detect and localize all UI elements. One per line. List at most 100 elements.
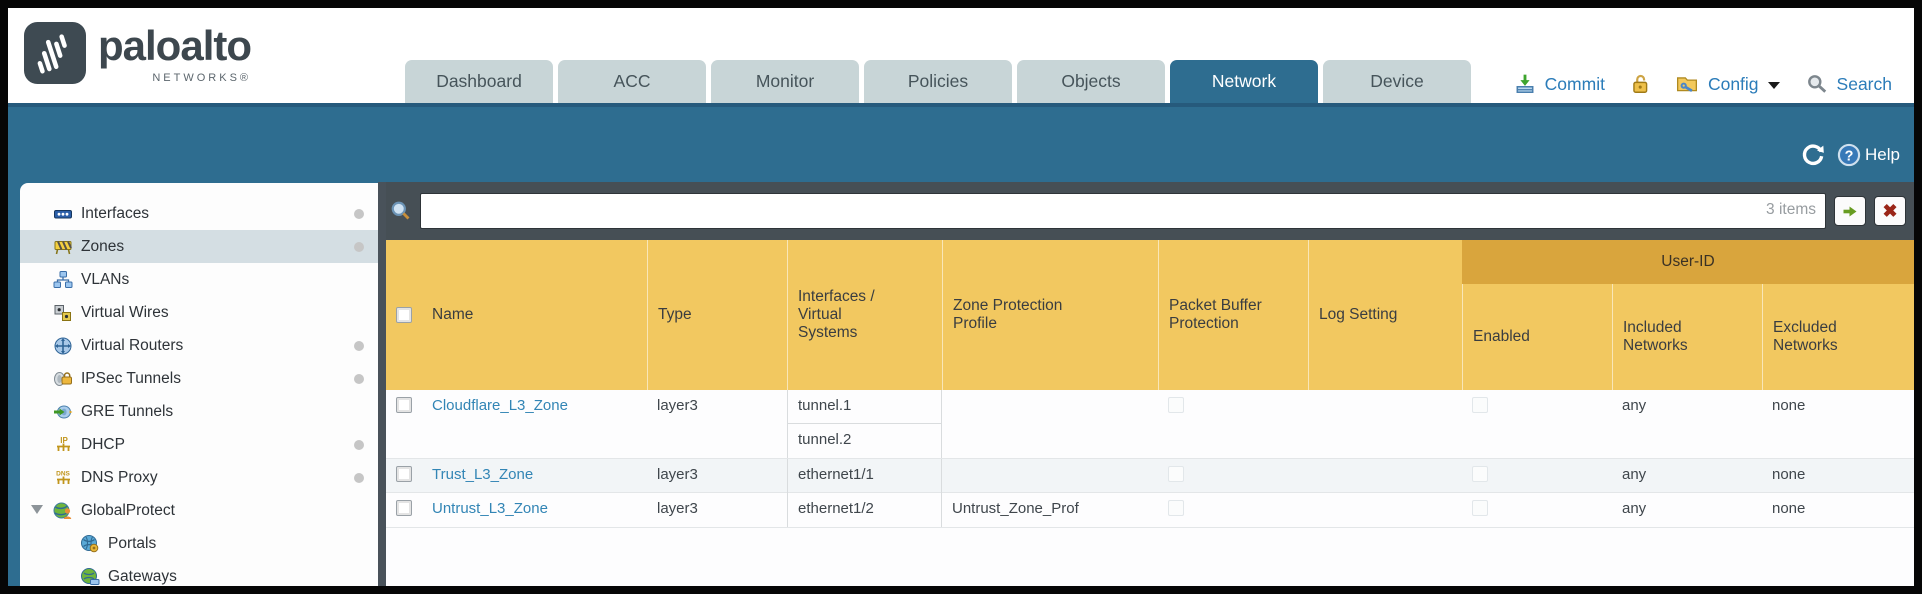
sidebar-item-dhcp[interactable]: IP DHCP — [20, 428, 378, 461]
svg-text:?: ? — [1845, 148, 1854, 164]
status-dot — [354, 373, 364, 384]
sidebar-item-portals[interactable]: Portals — [20, 527, 378, 560]
col-header-log-setting[interactable]: Log Setting — [1308, 240, 1462, 390]
sidebar-item-gateways[interactable]: Gateways — [20, 560, 378, 586]
packet-buffer-protection-checkbox[interactable] — [1168, 500, 1184, 516]
zones-panel: 3 items ✖ Name Type In — [386, 182, 1914, 586]
globalprotect-icon — [53, 502, 72, 519]
search-icon[interactable] — [1806, 73, 1828, 95]
brand-subtitle: NETWORKS® — [152, 72, 252, 84]
sidebar-item-label: DNS Proxy — [81, 468, 158, 486]
sidebar-item-label: DHCP — [81, 435, 125, 453]
select-all-checkbox[interactable] — [396, 307, 412, 323]
help-button[interactable]: ? Help — [1837, 143, 1900, 167]
help-icon: ? — [1837, 143, 1861, 167]
sidebar-item-globalprotect[interactable]: GlobalProtect — [20, 494, 378, 527]
ipsec-tunnels-icon — [54, 371, 72, 386]
tab-network[interactable]: Network — [1170, 60, 1318, 103]
row-checkbox[interactable] — [396, 466, 412, 482]
clear-filter-button[interactable]: ✖ — [1874, 196, 1906, 226]
table-row: Cloudflare_L3_Zone layer3 tunnel.1 tunne… — [386, 390, 1914, 459]
col-header-interfaces[interactable]: Interfaces / Virtual Systems — [787, 240, 942, 390]
lock-icon[interactable] — [1629, 73, 1651, 95]
packet-buffer-protection-checkbox[interactable] — [1168, 466, 1184, 482]
row-checkbox[interactable] — [396, 397, 412, 413]
apply-filter-button[interactable] — [1834, 196, 1866, 226]
sidebar-item-label: Interfaces — [81, 204, 150, 222]
commit-icon[interactable] — [1514, 73, 1536, 95]
tab-dashboard[interactable]: Dashboard — [405, 60, 553, 103]
col-header-included-networks[interactable]: Included Networks — [1612, 284, 1762, 390]
sidebar-item-label: GRE Tunnels — [81, 402, 174, 420]
sidebar-item-virtual-routers[interactable]: Virtual Routers — [20, 329, 378, 362]
table-row: Trust_L3_Zone layer3 ethernet1/1 any non… — [386, 459, 1914, 493]
sidebar-item-virtual-wires[interactable]: Virtual Wires — [20, 296, 378, 329]
config-caret-icon[interactable] — [1767, 82, 1780, 89]
top-header: paloalto NETWORKS® Dashboard ACC Monitor… — [8, 8, 1914, 103]
sidebar-item-label: Portals — [108, 534, 157, 552]
zone-name-link[interactable]: Trust_L3_Zone — [432, 466, 534, 483]
col-header-zone-protection-profile[interactable]: Zone Protection Profile — [942, 240, 1158, 390]
col-header-type[interactable]: Type — [647, 240, 787, 390]
items-count: 3 items — [1766, 201, 1816, 218]
status-dot — [354, 439, 364, 450]
interfaces-icon — [54, 209, 72, 218]
help-label: Help — [1865, 145, 1900, 164]
col-header-enabled[interactable]: Enabled — [1462, 284, 1612, 390]
zone-type: layer3 — [657, 466, 698, 483]
sidebar-item-vlans[interactable]: VLANs — [20, 263, 378, 296]
tab-policies[interactable]: Policies — [864, 60, 1012, 103]
config-icon[interactable] — [1675, 73, 1699, 95]
tab-monitor[interactable]: Monitor — [711, 60, 859, 103]
virtual-wires-icon — [54, 304, 71, 321]
log-setting — [1308, 493, 1462, 527]
col-header-excluded-networks[interactable]: Excluded Networks — [1762, 284, 1914, 390]
status-dot — [354, 208, 364, 219]
sidebar-item-label: Virtual Routers — [81, 336, 184, 354]
packet-buffer-protection-checkbox[interactable] — [1168, 397, 1184, 413]
row-checkbox[interactable] — [396, 500, 412, 516]
tab-device[interactable]: Device — [1323, 60, 1471, 103]
zone-type: layer3 — [657, 500, 698, 517]
col-header-name[interactable]: Name — [432, 306, 474, 323]
zone-name-link[interactable]: Untrust_L3_Zone — [432, 500, 548, 517]
col-header-packet-buffer-protection[interactable]: Packet Buffer Protection — [1158, 240, 1308, 390]
filter-input[interactable] — [420, 193, 1826, 229]
zones-icon — [54, 240, 72, 254]
filter-search-icon[interactable] — [390, 200, 412, 222]
table-empty-area — [386, 528, 1914, 586]
user-id-enabled-checkbox[interactable] — [1472, 466, 1488, 482]
sidebar-item-label: Zones — [81, 237, 125, 255]
green-arrow-icon — [1843, 206, 1857, 216]
config-button[interactable]: Config — [1707, 73, 1759, 94]
status-dot — [354, 241, 364, 252]
sidebar-item-gre-tunnels[interactable]: GRE Tunnels — [20, 395, 378, 428]
gateways-icon — [81, 567, 100, 585]
zone-name-link[interactable]: Cloudflare_L3_Zone — [432, 397, 568, 414]
sidebar-item-interfaces[interactable]: Interfaces — [20, 197, 378, 230]
header-actions: Commit Config Search — [1514, 73, 1892, 95]
sidebar-item-label: VLANs — [81, 270, 130, 288]
sidebar-item-zones[interactable]: Zones — [20, 230, 378, 263]
log-setting — [1308, 459, 1462, 493]
interface-value: ethernet1/1 — [798, 466, 874, 483]
sidebar-item-label: GlobalProtect — [81, 501, 175, 519]
gre-tunnels-icon — [54, 405, 73, 418]
teal-band: ? Help — [8, 103, 1914, 182]
paloalto-logo-icon — [24, 22, 86, 84]
user-id-enabled-checkbox[interactable] — [1472, 500, 1488, 516]
user-id-enabled-checkbox[interactable] — [1472, 397, 1488, 413]
expand-arrow-icon[interactable] — [31, 505, 43, 514]
commit-button[interactable]: Commit — [1544, 73, 1605, 94]
sidebar-item-label: Virtual Wires — [81, 303, 169, 321]
refresh-icon[interactable] — [1801, 143, 1825, 167]
sidebar-item-ipsec-tunnels[interactable]: IPSec Tunnels — [20, 362, 378, 395]
tab-objects[interactable]: Objects — [1017, 60, 1165, 103]
sidebar-item-dns-proxy[interactable]: DNS DNS Proxy — [20, 461, 378, 494]
search-button[interactable]: Search — [1836, 73, 1892, 94]
network-sidebar: Interfaces Zones — [20, 183, 378, 586]
app-window: paloalto NETWORKS® Dashboard ACC Monitor… — [8, 8, 1914, 586]
zone-interfaces: ethernet1/1 — [787, 459, 942, 493]
zone-interfaces: ethernet1/2 — [787, 493, 942, 527]
tab-acc[interactable]: ACC — [558, 60, 706, 103]
